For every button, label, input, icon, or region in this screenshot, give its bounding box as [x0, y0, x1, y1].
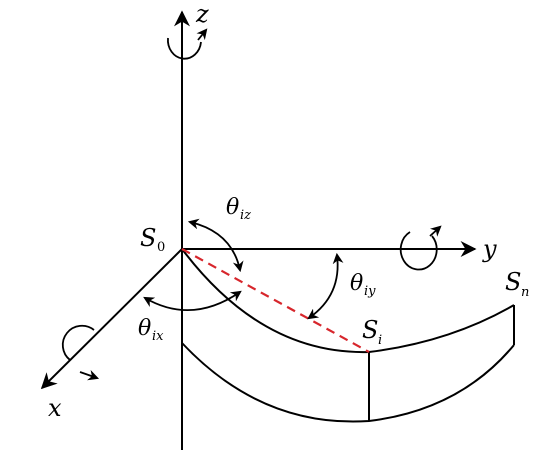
label-sn: S n	[505, 268, 529, 300]
sn-sub: n	[521, 285, 529, 300]
x-axis	[40, 248, 183, 390]
theta-iz-sub: iz	[240, 208, 251, 223]
z-axis-label: z	[195, 0, 209, 28]
label-theta-iz: θ iz	[226, 195, 251, 223]
sn-base: S	[505, 268, 521, 296]
label-si: S i	[362, 316, 382, 348]
theta-iy-arc	[307, 252, 344, 320]
label-s0: S 0	[140, 224, 165, 255]
lower-curve	[181, 342, 515, 423]
label-theta-ix: θ ix	[138, 316, 164, 344]
s0-sub: 0	[157, 240, 165, 255]
theta-iy-sub: iy	[364, 284, 376, 299]
label-theta-iy: θ iy	[350, 271, 376, 299]
si-base: S	[362, 316, 378, 344]
y-axis-label: y	[482, 235, 497, 263]
si-sub: i	[378, 333, 382, 348]
theta-ix-arc	[143, 290, 242, 312]
upper-curve	[181, 248, 515, 354]
theta-iy-base: θ	[350, 271, 363, 296]
z-rotation-icon	[167, 28, 208, 60]
theta-iz-base: θ	[226, 195, 239, 220]
s0-base: S	[140, 224, 156, 252]
theta-iz-arc	[187, 218, 244, 273]
dashed-link-s0-si	[181, 248, 370, 353]
theta-ix-sub: ix	[152, 329, 164, 344]
y-rotation-icon	[399, 225, 442, 271]
theta-ix-base: θ	[138, 316, 151, 341]
x-rotation-icon	[61, 324, 100, 381]
x-axis-label: x	[48, 394, 62, 422]
